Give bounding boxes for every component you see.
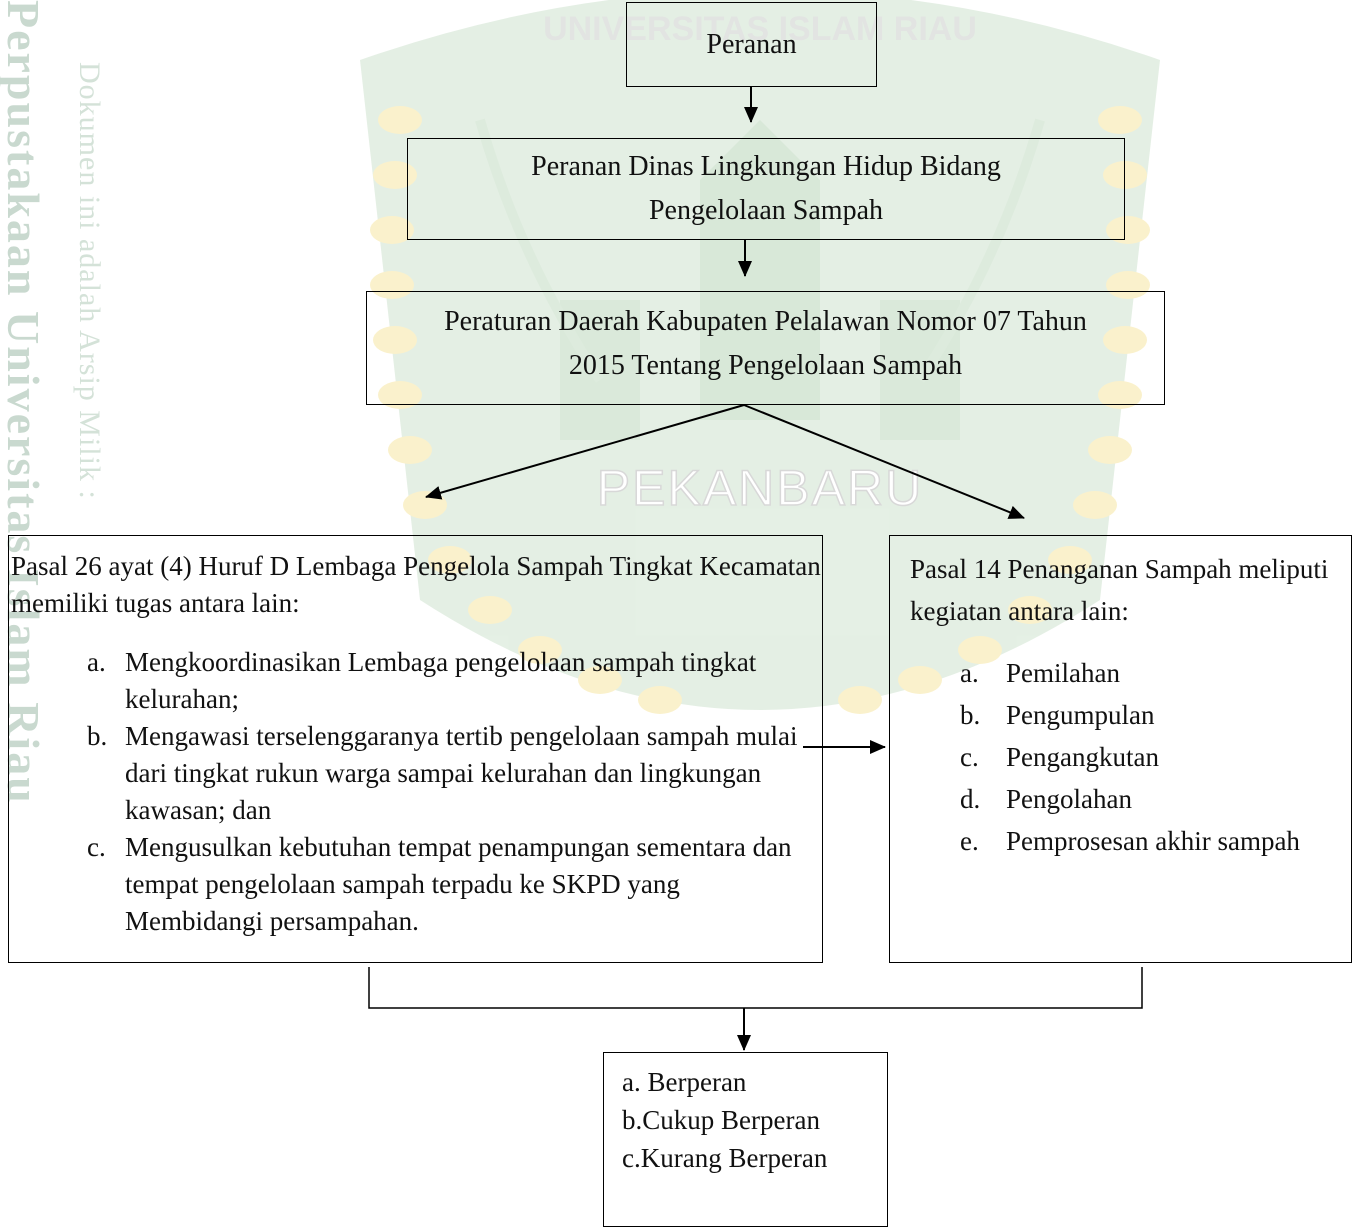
pasal26-intro: Pasal 26 ayat (4) Huruf D Lembaga Pengel… bbox=[11, 551, 821, 618]
list-item-text: Pengangkutan bbox=[1006, 742, 1159, 772]
box-pasal-14: Pasal 14 Penanganan Sampah meliputi kegi… bbox=[889, 535, 1352, 963]
list-item-text: Pengumpulan bbox=[1006, 700, 1155, 730]
list-marker: b. bbox=[87, 721, 108, 751]
perda-line-1: Peraturan Daerah Kabupaten Pelalawan Nom… bbox=[444, 306, 1087, 337]
box-result: a. Berperan b.Cukup Berperan c.Kurang Be… bbox=[603, 1052, 888, 1227]
list-item: a. Mengkoordinasikan Lembaga pengelolaan… bbox=[9, 644, 822, 718]
perda-line-2: 2015 Tentang Pengelolaan Sampah bbox=[568, 350, 963, 381]
watermark-archive-text: Dokumen ini adalah Arsip Milik : bbox=[73, 62, 106, 500]
list-item: b. Mengawasi terselenggaranya tertib pen… bbox=[9, 718, 822, 829]
peranan-label: Peranan bbox=[706, 28, 797, 60]
list-marker: c. bbox=[87, 832, 106, 862]
list-item: c. Pengangkutan bbox=[910, 736, 1351, 778]
list-item-text: Mengawasi terselenggaranya tertib pengel… bbox=[125, 721, 798, 825]
list-item: c. Mengusulkan kebutuhan tempat penampun… bbox=[9, 829, 822, 940]
result-line-2: b.Cukup Berperan bbox=[622, 1105, 820, 1135]
list-item: e. Pemprosesan akhir sampah bbox=[910, 820, 1351, 862]
box-dinas-lingkungan: Peranan Dinas Lingkungan Hidup Bidang Pe… bbox=[407, 138, 1125, 240]
list-item-text: Pemprosesan akhir sampah bbox=[1006, 826, 1300, 856]
emblem-tower bbox=[700, 120, 820, 420]
pasal14-activity-list: a. Pemilahan b. Pengumpulan c. Pengangku… bbox=[910, 652, 1351, 862]
list-item: d. Pengolahan bbox=[910, 778, 1351, 820]
list-item-text: Pengolahan bbox=[1006, 784, 1132, 814]
box-peranan: Peranan bbox=[626, 2, 877, 87]
pasal26-task-list: a. Mengkoordinasikan Lembaga pengelolaan… bbox=[9, 644, 822, 940]
result-line-1: a. Berperan bbox=[622, 1067, 747, 1097]
pasal14-intro: Pasal 14 Penanganan Sampah meliputi kegi… bbox=[910, 554, 1329, 626]
list-marker: c. bbox=[960, 742, 979, 772]
box-peraturan-daerah: Peraturan Daerah Kabupaten Pelalawan Nom… bbox=[366, 291, 1165, 405]
list-marker: d. bbox=[960, 784, 981, 814]
box-pasal-26: Pasal 26 ayat (4) Huruf D Lembaga Pengel… bbox=[8, 535, 823, 963]
list-item-text: Mengusulkan kebutuhan tempat penampungan… bbox=[125, 832, 792, 936]
emblem-text-top: UNIVERSITAS ISLAM RIAU bbox=[543, 10, 977, 48]
list-marker: a. bbox=[87, 647, 106, 677]
dinas-line-2: Pengelolaan Sampah bbox=[648, 195, 884, 226]
emblem-text-bottom: PEKANBARU bbox=[597, 460, 923, 516]
list-marker: e. bbox=[960, 826, 979, 856]
list-item-text: Mengkoordinasikan Lembaga pengelolaan sa… bbox=[125, 647, 757, 714]
result-line-3: c.Kurang Berperan bbox=[622, 1143, 828, 1173]
list-marker: a. bbox=[960, 658, 979, 688]
dinas-line-1: Peranan Dinas Lingkungan Hidup Bidang bbox=[531, 151, 1001, 182]
list-marker: b. bbox=[960, 700, 981, 730]
list-item: b. Pengumpulan bbox=[910, 694, 1351, 736]
list-item: a. Pemilahan bbox=[910, 652, 1351, 694]
list-item-text: Pemilahan bbox=[1006, 658, 1120, 688]
